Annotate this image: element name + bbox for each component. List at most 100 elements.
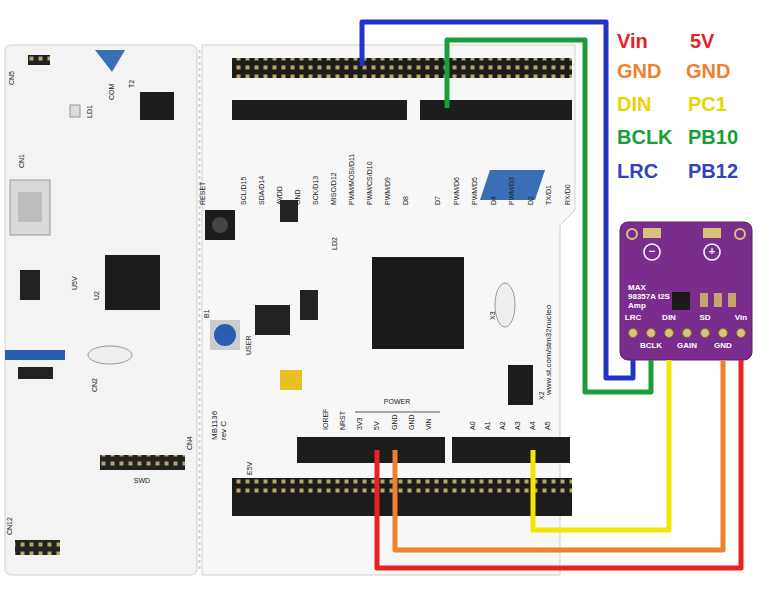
arduino-header bbox=[420, 100, 572, 120]
header-pin-label: A5 bbox=[544, 421, 552, 430]
part-name: LD2 bbox=[331, 237, 339, 250]
pin-name: GND bbox=[617, 60, 661, 82]
arduino-header bbox=[452, 437, 570, 463]
header-pin-label: AVDD bbox=[276, 186, 284, 205]
st-logo bbox=[95, 50, 125, 72]
polarity-symbol bbox=[704, 244, 720, 260]
header-pin-label: VIN bbox=[425, 418, 433, 430]
header-pin-label: A2 bbox=[499, 421, 507, 430]
wire bbox=[377, 360, 741, 568]
pin-name: DIN bbox=[617, 93, 651, 115]
header-pin-label: A1 bbox=[484, 421, 492, 430]
user-button bbox=[210, 320, 240, 350]
header-pin-label: D7 bbox=[434, 196, 442, 205]
jumper bbox=[28, 55, 50, 65]
pin-name: BCLK bbox=[617, 126, 673, 148]
jumper bbox=[5, 350, 65, 360]
part-name: X2 bbox=[538, 391, 546, 400]
node-text: MAX 98357A I2S Amp bbox=[628, 284, 670, 310]
header-pin-label: D4 bbox=[490, 196, 498, 205]
part-name: T2 bbox=[128, 80, 136, 88]
header-pin-label: PWM/D5 bbox=[471, 177, 479, 205]
part-name: X3 bbox=[489, 311, 497, 320]
pin-label: GAIN bbox=[677, 342, 697, 351]
wire bbox=[395, 360, 723, 550]
mcu-chip bbox=[372, 257, 464, 349]
part-name: U2 bbox=[93, 291, 101, 300]
pin-name: PB10 bbox=[688, 126, 738, 148]
crystal bbox=[508, 365, 533, 405]
chip bbox=[140, 92, 174, 120]
header-pin-label: GND bbox=[294, 189, 302, 205]
header-pin-label: A4 bbox=[529, 421, 537, 430]
header-pin-label: PWM/D6 bbox=[453, 177, 461, 205]
nucleo-board: MB1136 rev C bbox=[5, 45, 575, 575]
polarity-symbol bbox=[644, 244, 660, 260]
part-name: E5V bbox=[246, 462, 254, 475]
arduino-header bbox=[297, 437, 445, 463]
part-name: COM bbox=[108, 84, 116, 100]
stlink-board bbox=[5, 45, 197, 575]
pin-name: PB12 bbox=[688, 160, 738, 182]
header-pin-label: TX/D1 bbox=[545, 185, 553, 205]
pin-holes bbox=[629, 329, 746, 338]
chip bbox=[672, 292, 690, 310]
header-pin-label: PWM/CS/D10 bbox=[366, 161, 374, 205]
part-name: U5V bbox=[71, 276, 79, 290]
header-pin-label: PWM/MOSI/D11 bbox=[348, 154, 356, 205]
part-name: CN4 bbox=[186, 436, 194, 450]
polarity-sign: − bbox=[649, 245, 655, 257]
pin-name: Vin bbox=[617, 30, 648, 52]
header-pin-label: GND bbox=[408, 414, 416, 430]
header-pin-label: PWM/D9 bbox=[384, 177, 392, 205]
nucleo-board bbox=[202, 45, 575, 575]
header-pin-label: NRST bbox=[339, 411, 347, 430]
header-pin-label: 3V3 bbox=[356, 418, 364, 430]
reset-button bbox=[205, 210, 235, 240]
header bbox=[100, 455, 185, 470]
header-pin-label: A3 bbox=[514, 421, 522, 430]
amp-module: MAX 98357A I2S Amp bbox=[620, 222, 752, 360]
chip bbox=[105, 255, 160, 310]
pin-name: PC1 bbox=[688, 93, 727, 115]
pin-label: Vin bbox=[735, 314, 747, 323]
header-group-label: POWER bbox=[384, 398, 410, 406]
crystal bbox=[495, 283, 515, 327]
header-pin-label: MISO/D12 bbox=[330, 172, 338, 205]
morpho-header bbox=[232, 58, 572, 78]
part-name: CN1 bbox=[18, 154, 26, 168]
header-pin-label: SDA/D14 bbox=[258, 176, 266, 205]
header-pin-label: 5V bbox=[373, 421, 381, 430]
header-pin-label: D8 bbox=[402, 196, 410, 205]
morpho-header bbox=[232, 478, 572, 516]
amp-module bbox=[620, 222, 752, 360]
part-name: LD1 bbox=[86, 105, 94, 118]
usb-connector bbox=[10, 180, 50, 235]
part-name: CN12 bbox=[6, 517, 14, 535]
pin-label: SD bbox=[699, 314, 710, 323]
pin-label: LRC bbox=[625, 314, 641, 323]
pin-name: LRC bbox=[617, 160, 658, 182]
header-pin-label: IOREF bbox=[322, 409, 330, 430]
header-pin-label: PWM/D3 bbox=[508, 177, 516, 205]
polarity-sign: + bbox=[709, 245, 715, 257]
url-text: www.st.com/stm32nucleo bbox=[545, 305, 554, 395]
node-text: MB1136 rev C bbox=[211, 404, 229, 440]
capacitor bbox=[280, 370, 302, 390]
arduino-header bbox=[232, 100, 407, 120]
pin-name: 5V bbox=[690, 30, 714, 52]
header-pin-label: RX/D0 bbox=[564, 184, 572, 205]
part-name: USER bbox=[245, 336, 253, 355]
pin-name: GND bbox=[686, 60, 730, 82]
part-name: B1 bbox=[203, 309, 211, 318]
header-pin-label: SCK/D13 bbox=[312, 176, 320, 205]
pin-label: GND bbox=[714, 342, 732, 351]
part-name: CN5 bbox=[8, 71, 16, 85]
header bbox=[15, 540, 60, 555]
header-pin-label: A0 bbox=[469, 421, 477, 430]
header-pin-label: D2 bbox=[527, 196, 535, 205]
pin-label: DIN bbox=[662, 314, 676, 323]
part-name: SWD bbox=[134, 477, 150, 485]
header-pin-label: SCL/D15 bbox=[240, 177, 248, 205]
part-name: RESET bbox=[199, 182, 207, 205]
